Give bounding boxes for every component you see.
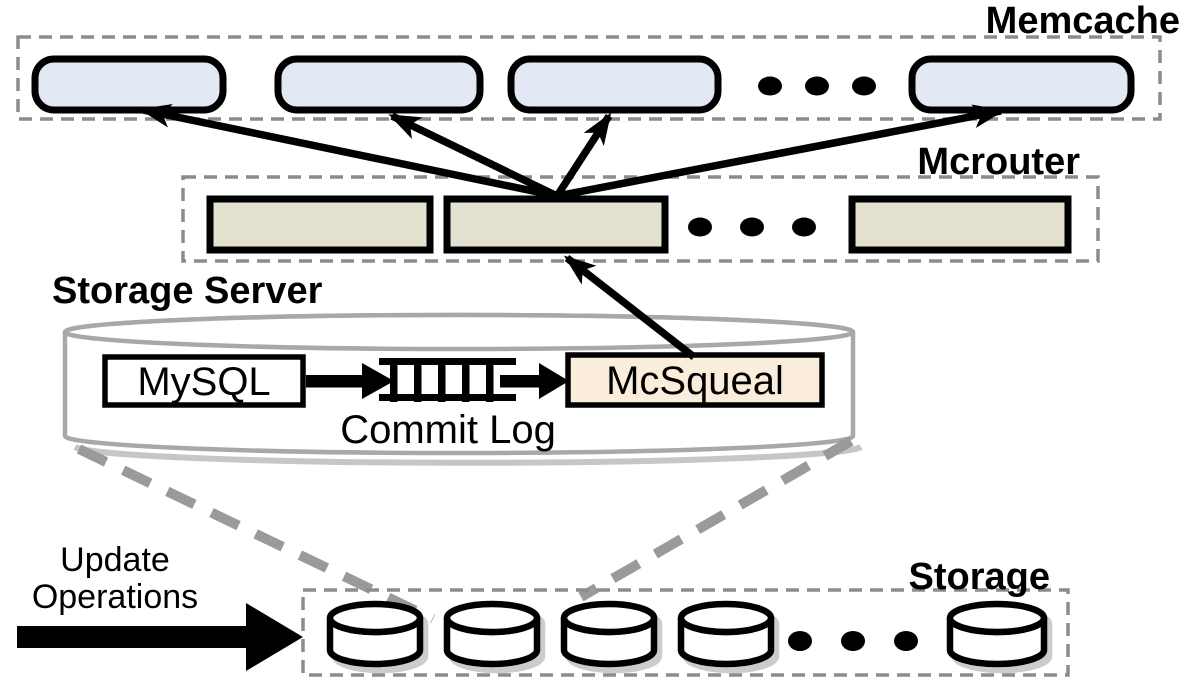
memcache-node: [274, 55, 484, 114]
mcrouter-container-box: [181, 175, 1100, 263]
mcrouter-to-memcache-arrows: [139, 103, 1005, 200]
mcsqueal-label: McSqueal: [606, 359, 784, 403]
memcache-label: Memcache: [986, 0, 1180, 42]
storage-cylinder: [560, 600, 663, 674]
server-cylinder-shadow: [73, 444, 863, 466]
storage-cylinder: [326, 600, 429, 674]
arrow-to-memcache-3: [553, 112, 613, 199]
storage-cylinder: [677, 600, 780, 674]
mcsqueal-to-mcrouter-arrow: [563, 255, 697, 360]
mysql-to-commitlog-arrow: [306, 363, 394, 399]
mcrouter-ellipsis-dots: [688, 217, 816, 237]
commit-log-queue-icon: [379, 358, 516, 402]
memcache-node: [908, 55, 1135, 114]
mcrouter-node: [443, 195, 669, 254]
funnel-line-left: [76, 444, 436, 624]
storage-label: Storage: [909, 556, 1050, 598]
mcrouter-layer: Mcrouter: [181, 141, 1100, 263]
mysql-node: [102, 354, 306, 408]
mcsqueal-node: [565, 352, 825, 408]
arrow-to-memcache-4: [556, 104, 1005, 200]
storage-container-box: [301, 588, 1070, 677]
memcache-node: [31, 55, 227, 114]
commitlog-to-mcsqueal-arrow: [500, 363, 569, 399]
server-cylinder-top-rim: [62, 312, 856, 352]
update-operations-arrow: [17, 603, 303, 671]
funnel-line-right: [578, 436, 854, 602]
commit-log-label: Commit Log: [340, 408, 556, 452]
storage-cylinder: [946, 600, 1053, 674]
mcrouter-node: [848, 195, 1072, 254]
mcrouter-label: Mcrouter: [917, 141, 1080, 183]
server-to-storage-funnel-lines: [76, 436, 854, 624]
arrow-to-memcache-1: [139, 103, 558, 200]
storage-cylinder: [443, 600, 546, 674]
memcache-node: [507, 55, 722, 114]
update-operations-label-line1: Update: [60, 541, 170, 579]
storage-ellipsis-dots: [788, 631, 918, 651]
mysql-label: MySQL: [137, 360, 270, 404]
storage-server: Storage Server MySQL Commit Log: [52, 270, 863, 466]
storage-layer: Storage: [301, 556, 1070, 677]
update-operations: Update Operations: [17, 541, 303, 671]
arrow-to-memcache-2: [388, 112, 559, 200]
mcrouter-node: [206, 195, 434, 254]
storage-server-label: Storage Server: [52, 270, 323, 312]
memcache-layer: Memcache: [16, 0, 1180, 121]
update-operations-label-line2: Operations: [32, 578, 198, 616]
memcache-ellipsis-dots: [758, 76, 876, 96]
